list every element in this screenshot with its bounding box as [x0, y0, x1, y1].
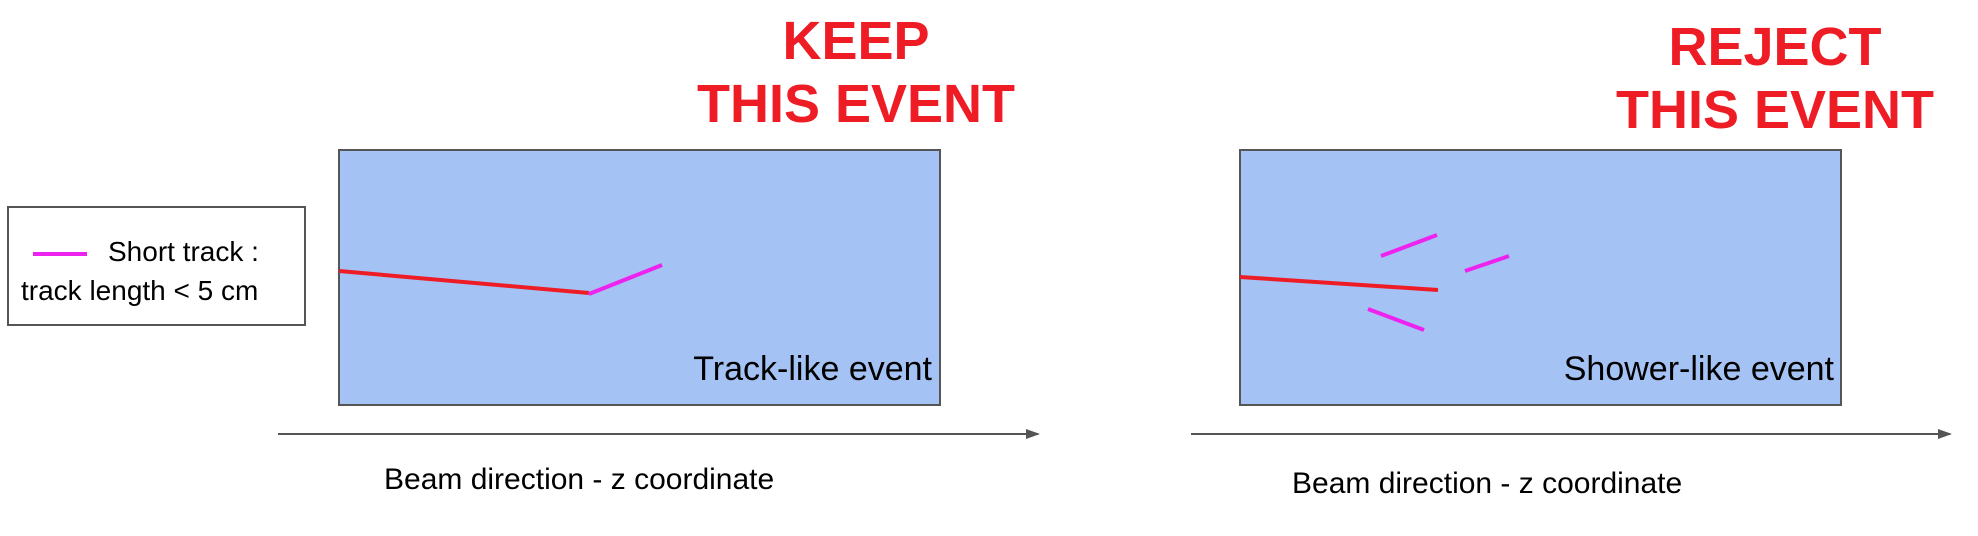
short-track-panel-2-a — [1380, 233, 1438, 258]
axis-label-panel-1: Beam direction - z coordinate — [384, 463, 775, 496]
detector-track-like — [338, 149, 941, 406]
verdict-line-2: THIS EVENT — [1615, 80, 1935, 140]
reject-event-verdict: REJECT THIS EVENT — [1590, 16, 1960, 142]
keep-event-verdict: KEEP THIS EVENT — [676, 10, 1036, 136]
long-track-panel-2 — [1239, 275, 1439, 292]
short-track-panel-1 — [588, 263, 663, 296]
legend-line-track-length: track length < 5 cm — [21, 275, 259, 306]
legend-line-short-track: Short track : — [108, 236, 259, 267]
legend-box: Short track : track length < 5 cm — [7, 206, 306, 326]
detector-shower-like — [1239, 149, 1842, 406]
verdict-line-1: REJECT — [1668, 17, 1882, 77]
short-track-panel-2-c — [1367, 307, 1425, 332]
verdict-line-1: KEEP — [782, 11, 930, 71]
event-label-track-like: Track-like event — [693, 350, 932, 388]
axis-label-panel-2: Beam direction - z coordinate — [1292, 467, 1683, 500]
short-track-panel-2-b — [1464, 254, 1510, 273]
verdict-line-2: THIS EVENT — [696, 74, 1016, 134]
event-label-shower-like: Shower-like event — [1563, 350, 1834, 388]
short-track-legend-swatch — [33, 252, 87, 256]
long-track-panel-1 — [338, 269, 590, 295]
